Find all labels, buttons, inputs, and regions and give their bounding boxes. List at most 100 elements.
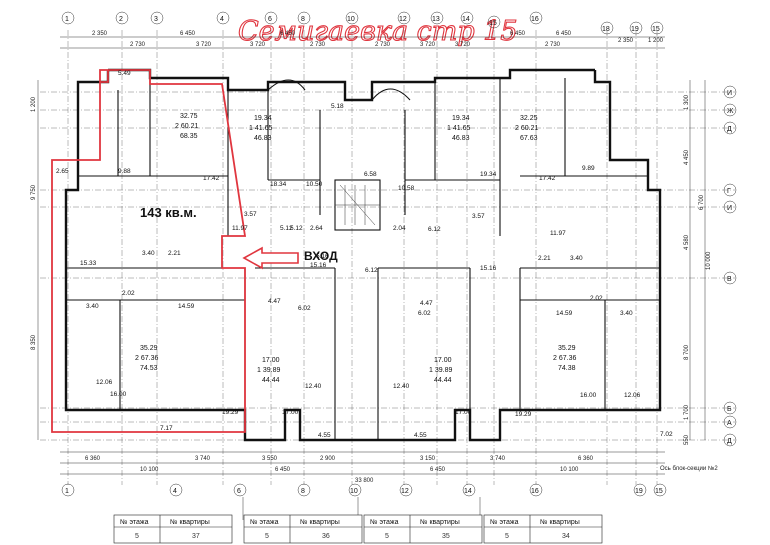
apartment-a4: 32.25 2 60.21 67.63 [515,115,538,142]
svg-text:3.57: 3.57 [472,213,485,220]
left-dimensions: 1 200 9 750 8 350 [31,80,39,440]
room-area-labels: 5.49 9.88 17.42 2.65 5.18 18.34 10.50 6.… [56,70,673,439]
svg-text:№ этажа: № этажа [250,519,279,526]
svg-text:6: 6 [237,488,241,495]
svg-text:12.06: 12.06 [624,392,641,399]
svg-text:19.29: 19.29 [515,411,532,418]
svg-text:1: 1 [65,16,69,23]
svg-text:19: 19 [635,488,643,495]
bottom-dimensions: 6 360 3 740 3 550 2 900 3 150 3 740 6 36… [60,451,718,484]
svg-text:3 720: 3 720 [196,42,212,48]
svg-text:2 60.21: 2 60.21 [175,123,198,130]
svg-text:2.02: 2.02 [590,295,603,302]
svg-text:1 200: 1 200 [31,96,37,112]
svg-text:5: 5 [265,533,269,540]
svg-text:Г: Г [727,188,731,195]
table-block: № этажа № квартиры 5 35 [363,514,483,544]
svg-text:15: 15 [652,26,660,33]
svg-text:2 730: 2 730 [375,42,391,48]
svg-text:3.40: 3.40 [86,303,99,310]
svg-text:11.97: 11.97 [550,230,566,237]
svg-text:2 730: 2 730 [545,42,561,48]
svg-text:19.34: 19.34 [254,115,272,122]
svg-text:44.44: 44.44 [262,377,280,384]
svg-text:11.97: 11.97 [232,225,248,232]
svg-text:35.29: 35.29 [558,345,576,352]
svg-text:2.21: 2.21 [168,250,181,257]
svg-text:4.55: 4.55 [318,432,331,439]
svg-text:6 450: 6 450 [180,31,196,37]
svg-text:№ квартиры: № квартиры [170,519,210,526]
svg-text:32.25: 32.25 [520,115,538,122]
svg-text:3.40: 3.40 [620,310,633,317]
svg-text:1 300: 1 300 [684,94,690,110]
svg-text:Ж: Ж [727,108,734,115]
svg-text:16.00: 16.00 [110,391,127,398]
svg-text:Д: Д [727,126,732,133]
svg-text:2 900: 2 900 [320,456,336,462]
svg-text:2 350: 2 350 [618,38,634,44]
svg-text:14.59: 14.59 [556,310,573,317]
apartment-a2: 19.34 1 41.65 46.83 [249,115,272,142]
svg-text:5.49: 5.49 [118,70,131,77]
svg-text:№ квартиры: № квартиры [420,519,460,526]
svg-text:2 67.36: 2 67.36 [553,355,576,362]
svg-text:46.83: 46.83 [254,135,272,142]
svg-text:6.02: 6.02 [298,305,311,312]
svg-text:4.55: 4.55 [414,432,427,439]
svg-text:2 60.21: 2 60.21 [515,125,538,132]
svg-text:36: 36 [322,533,330,540]
svg-text:19.34: 19.34 [480,171,497,178]
svg-text:И: И [727,205,732,212]
svg-text:2 67.36: 2 67.36 [135,355,158,362]
svg-text:15: 15 [655,488,663,495]
apartment-a5: 35.29 2 67.36 74.53 [135,345,158,372]
svg-text:1 39.89: 1 39.89 [257,367,280,374]
svg-text:10 100: 10 100 [560,467,579,473]
svg-text:17.42: 17.42 [539,175,556,182]
svg-text:8: 8 [301,488,305,495]
svg-text:19: 19 [631,26,639,33]
svg-text:№ квартиры: № квартиры [540,519,580,526]
svg-text:3 720: 3 720 [420,42,436,48]
svg-text:3 740: 3 740 [490,456,506,462]
svg-text:14: 14 [462,16,470,23]
svg-text:6.12: 6.12 [428,226,441,233]
svg-text:14: 14 [464,488,472,495]
svg-text:15: 15 [489,20,497,27]
axis-grid [40,30,735,485]
svg-text:18: 18 [602,26,610,33]
apartment-a7: 17.00 1 39.89 44.44 [429,357,452,384]
svg-text:12.06: 12.06 [96,379,113,386]
svg-text:№ квартиры: № квартиры [300,519,340,526]
svg-text:№ этажа: № этажа [490,519,519,526]
svg-text:3 720: 3 720 [250,42,266,48]
svg-text:67.63: 67.63 [520,135,538,142]
svg-text:34: 34 [562,533,570,540]
svg-text:6.02: 6.02 [418,310,431,317]
svg-text:17.00: 17.00 [434,357,452,364]
svg-text:13: 13 [432,16,440,23]
svg-text:68.35: 68.35 [180,133,198,140]
svg-text:37: 37 [192,533,200,540]
svg-text:1 41.65: 1 41.65 [249,125,272,132]
svg-text:8: 8 [301,16,305,23]
svg-text:10 100: 10 100 [140,467,159,473]
svg-text:15.33: 15.33 [80,260,97,267]
svg-text:19.34: 19.34 [452,115,470,122]
svg-text:6 450: 6 450 [556,31,572,37]
svg-text:12.40: 12.40 [393,383,410,390]
svg-text:32.75: 32.75 [180,113,198,120]
svg-text:12: 12 [401,488,409,495]
svg-text:4.47: 4.47 [268,298,281,305]
svg-text:74.38: 74.38 [558,365,576,372]
svg-text:6 700: 6 700 [699,194,705,210]
svg-text:4: 4 [173,488,177,495]
svg-text:3 720: 3 720 [455,42,471,48]
svg-text:9.88: 9.88 [118,168,131,175]
svg-text:17.42: 17.42 [203,175,220,182]
svg-text:Ось блок-секции №2: Ось блок-секции №2 [660,465,718,472]
apartment-a8: 35.29 2 67.36 74.38 [553,345,576,372]
svg-text:6: 6 [268,16,272,23]
svg-text:4 580: 4 580 [684,234,690,250]
